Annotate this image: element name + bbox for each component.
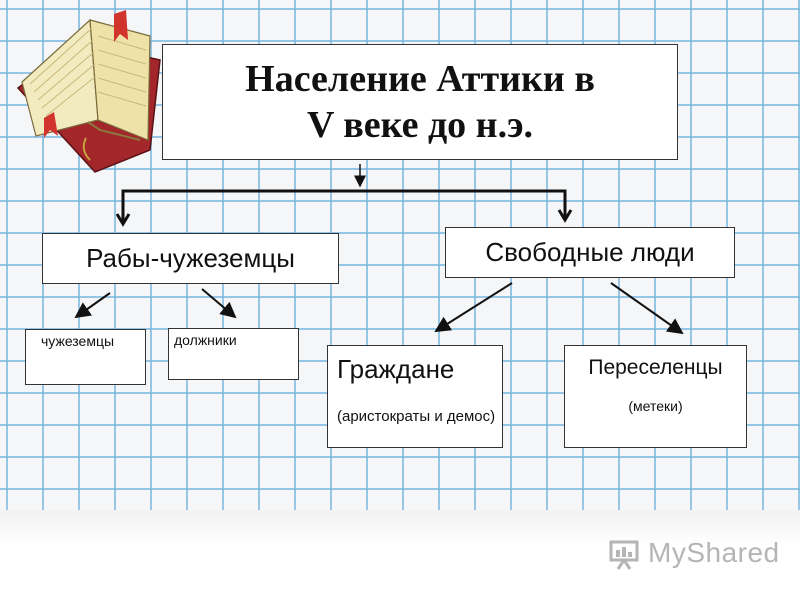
presentation-icon [609, 540, 639, 570]
arrow-to-debtors [201, 288, 237, 319]
branch-line [121, 189, 567, 224]
node-citizens-note: (аристократы и демос) [337, 408, 496, 425]
title-box: Население Аттики в V веке до н.э. [162, 44, 678, 160]
arrow-to-settlers [610, 282, 684, 335]
node-citizens-label: Граждане [337, 354, 455, 384]
arrow-to-citizens [434, 282, 513, 333]
arrow-to-foreigners [74, 292, 111, 319]
node-slaves-label: Рабы-чужеземцы [86, 243, 295, 273]
node-slaves: Рабы-чужеземцы [42, 233, 339, 284]
bottom-band [0, 510, 800, 600]
node-free-people: Свободные люди [445, 227, 735, 278]
watermark-text: MyShared [648, 537, 780, 568]
node-debtors-label: должники [174, 332, 237, 348]
node-debtors: должники [168, 328, 299, 380]
title-line-2: V веке до н.э. [307, 104, 533, 146]
node-settlers: Переселенцы (метеки) [564, 345, 747, 448]
book-icon [16, 10, 161, 173]
node-foreigners: чужеземцы [25, 329, 146, 385]
node-settlers-note: (метеки) [628, 398, 683, 414]
title-line-1: Население Аттики в [245, 58, 595, 100]
node-citizens: Граждане (аристократы и демос) [327, 345, 503, 448]
node-free-people-label: Свободные люди [485, 237, 695, 267]
watermark: MyShared [608, 536, 780, 570]
node-settlers-label: Переселенцы [588, 356, 723, 379]
node-foreigners-label: чужеземцы [41, 333, 115, 349]
